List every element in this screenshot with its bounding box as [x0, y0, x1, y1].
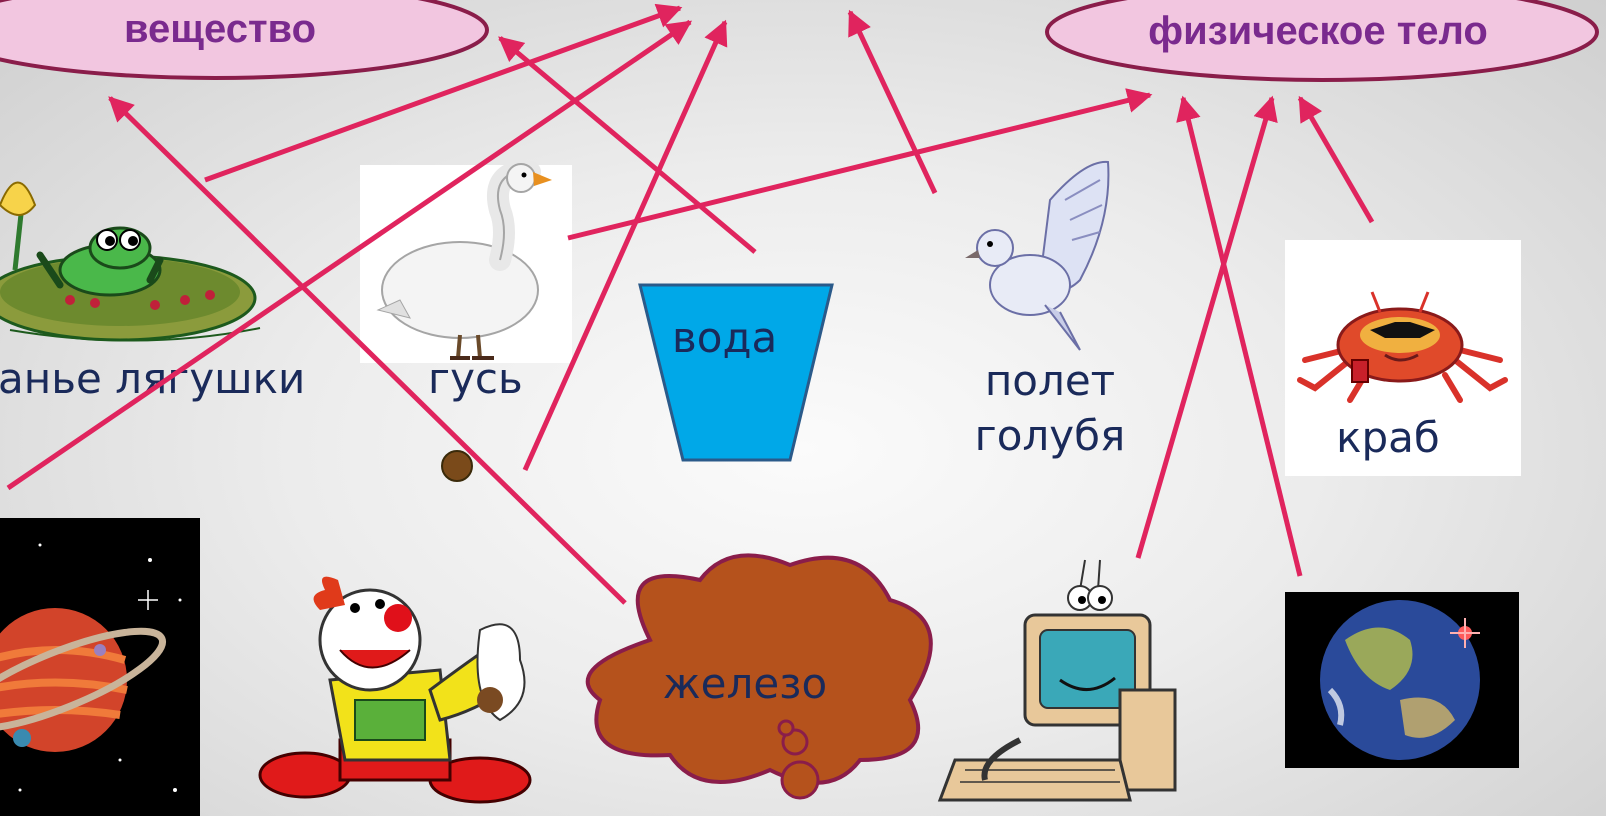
- arrow: [567, 88, 1153, 241]
- iron-cloud: [585, 553, 933, 800]
- brown-dot: [441, 450, 473, 482]
- crab-label: краб: [1336, 413, 1440, 462]
- arrow: [204, 3, 683, 183]
- water-label: вода: [672, 313, 777, 362]
- arrow: [498, 36, 757, 254]
- arrow: [1297, 95, 1375, 224]
- dove-label-line2: голубя: [975, 411, 1126, 460]
- earth-icon: [1285, 592, 1519, 768]
- dove-icon: [965, 160, 1110, 351]
- arrow: [522, 19, 728, 472]
- clown-icon: [258, 576, 532, 804]
- goose-label: гусь: [428, 354, 523, 403]
- arrow: [1135, 95, 1278, 559]
- category-substance-label: вещество: [124, 7, 316, 51]
- category-substance: вещество: [0, 0, 489, 80]
- category-physical-body-label: физическое тело: [1148, 9, 1488, 53]
- goose-icon: [360, 161, 572, 363]
- planet-saturn-icon: [0, 518, 200, 816]
- dove-label-line1: полет: [985, 356, 1115, 405]
- frog-label: анье лягушки: [0, 354, 305, 403]
- frog-on-lily-pad-icon: [0, 181, 261, 342]
- crab-icon: [1285, 240, 1521, 476]
- water-container: [638, 283, 834, 462]
- iron-label: железо: [663, 659, 827, 708]
- category-physical-body: физическое тело: [1045, 0, 1599, 82]
- arrow: [1176, 95, 1303, 577]
- arrow: [847, 9, 938, 195]
- arrow: [108, 96, 627, 605]
- computer-icon: [937, 559, 1177, 802]
